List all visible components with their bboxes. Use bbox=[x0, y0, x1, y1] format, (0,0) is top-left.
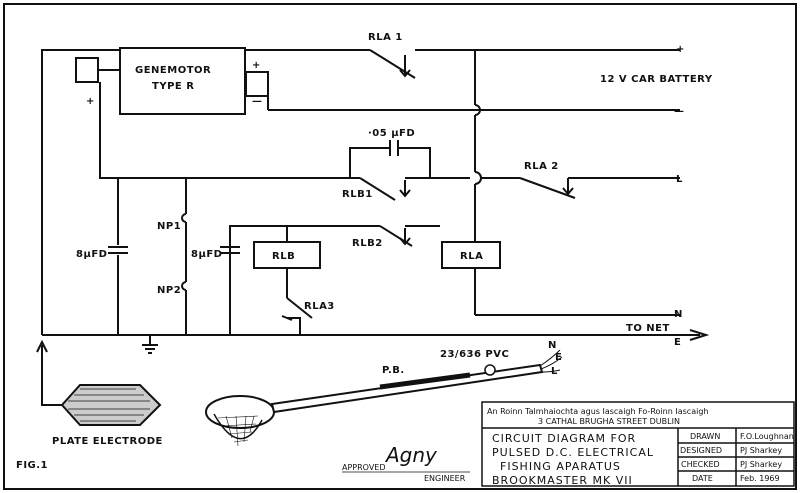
battery-label: 12 V CAR BATTERY bbox=[600, 74, 713, 85]
title-line-1: CIRCUIT DIAGRAM FOR bbox=[492, 432, 636, 445]
to-net-label: TO NET bbox=[626, 323, 670, 334]
neutral-terminal: N bbox=[674, 309, 683, 320]
drawn-value: F.O.Loughnan bbox=[740, 432, 794, 441]
probe-e-terminal: E bbox=[555, 352, 562, 363]
title-line-4: BROOKMASTER MK VII bbox=[492, 474, 633, 487]
drawn-label: DRAWN bbox=[690, 432, 720, 441]
rlb1-label: RLB1 bbox=[342, 189, 373, 200]
rla1-label: RLA 1 bbox=[368, 32, 403, 43]
designed-value: PJ Sharkey bbox=[740, 446, 782, 455]
genemotor-type-label: TYPE R bbox=[152, 81, 194, 92]
drawing-border bbox=[3, 3, 797, 490]
title-block bbox=[481, 401, 795, 487]
genemotor-label: GENEMOTOR bbox=[135, 65, 211, 76]
np2-label: NP2 bbox=[157, 285, 181, 296]
pb-label: P.B. bbox=[382, 365, 405, 376]
checked-label: CHECKED bbox=[681, 460, 720, 469]
plate-hatch bbox=[68, 388, 150, 422]
engineer-label: ENGINEER bbox=[424, 474, 466, 483]
title-line-3: FISHING APARATUS bbox=[500, 460, 621, 473]
probe-l-terminal: L bbox=[551, 366, 558, 377]
approval-signature: Agny bbox=[384, 443, 438, 467]
org-name: An Roinn Talmhaiochta agus Iascaigh Fo-R… bbox=[487, 407, 708, 416]
genemotor-box bbox=[119, 47, 246, 115]
cable-label: 23/636 PVC bbox=[440, 349, 509, 360]
live-terminal: L bbox=[676, 174, 683, 185]
probe-n-terminal: N bbox=[548, 340, 557, 351]
org-address: 3 CATHAL BRUGHA STREET DUBLIN bbox=[538, 417, 680, 426]
approved-label: APPROVED bbox=[342, 463, 386, 472]
date-value: Feb. 1969 bbox=[740, 474, 780, 483]
date-label: DATE bbox=[692, 474, 713, 483]
title-line-2: PULSED D.C. ELECTRICAL bbox=[492, 446, 654, 459]
genemotor-plus-terminal: + bbox=[86, 96, 95, 107]
fishing-net-probe bbox=[205, 349, 563, 447]
capacitor-mid-label: 8µFD bbox=[191, 249, 222, 260]
plate-electrode-symbol bbox=[60, 384, 162, 426]
wiring bbox=[36, 49, 710, 406]
small-capacitor-label: ·05 µFD bbox=[368, 128, 415, 139]
rlb-relay-label: RLB bbox=[272, 251, 295, 262]
genemotor-out-plus-terminal: + bbox=[252, 60, 261, 71]
battery-plus-terminal: + bbox=[676, 44, 685, 55]
np1-label: NP1 bbox=[157, 221, 181, 232]
earth-terminal: E bbox=[674, 337, 681, 348]
designed-label: DESIGNED bbox=[680, 446, 722, 455]
genemotor-minus-terminal: — bbox=[84, 53, 95, 64]
genemotor-out-minus-terminal: — bbox=[252, 96, 263, 107]
rla3-label: RLA3 bbox=[304, 301, 335, 312]
checked-value: PJ Sharkey bbox=[740, 460, 782, 469]
rla2-label: RLA 2 bbox=[524, 161, 559, 172]
rla-relay-label: RLA bbox=[460, 251, 483, 262]
rlb2-label: RLB2 bbox=[352, 238, 383, 249]
battery-minus-terminal: — bbox=[674, 106, 685, 117]
figure-label: FIG.1 bbox=[16, 460, 48, 471]
capacitor-left-label: 8µFD bbox=[76, 249, 107, 260]
plate-electrode-label: PLATE ELECTRODE bbox=[52, 436, 163, 447]
